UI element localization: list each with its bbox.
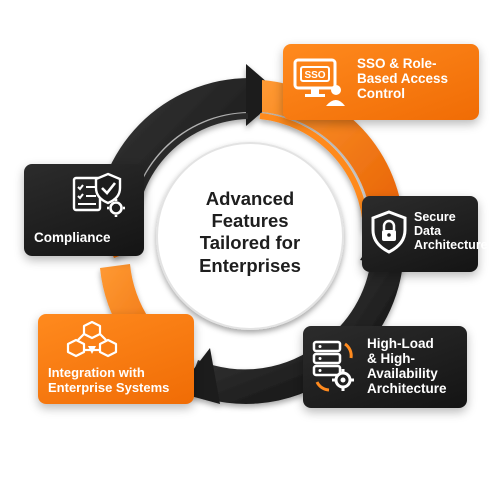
feature-card-secure-data: Secure Data Architecture	[362, 196, 488, 272]
feature-card-compliance: Compliance	[24, 164, 144, 256]
feature-card-integration: Integration with Enterprise Systems	[38, 314, 194, 404]
sso-monitor-user-icon: SSO	[293, 56, 345, 113]
center-circle	[156, 142, 344, 330]
shield-lock-icon	[370, 210, 408, 259]
compliance-label: Compliance	[34, 230, 111, 245]
high-load-label: High-Load & High- Availability Architect…	[367, 336, 447, 397]
sso-label: SSO & Role- Based Access Control	[357, 56, 449, 102]
feature-card-high-load: High-Load & High- Availability Architect…	[303, 326, 467, 408]
checklist-shield-gear-icon	[72, 172, 128, 223]
server-gear-icon	[311, 338, 357, 399]
sso-icon-text: SSO	[304, 70, 325, 81]
integration-label: Integration with Enterprise Systems	[48, 365, 170, 395]
connected-boxes-icon	[66, 320, 118, 367]
secure-data-label: Secure Data Architecture	[414, 210, 488, 252]
center-title: Advanced Features Tailored for Enterpris…	[199, 188, 301, 276]
feature-card-sso: SSO SSO & Role- Based Access Control	[283, 44, 479, 120]
